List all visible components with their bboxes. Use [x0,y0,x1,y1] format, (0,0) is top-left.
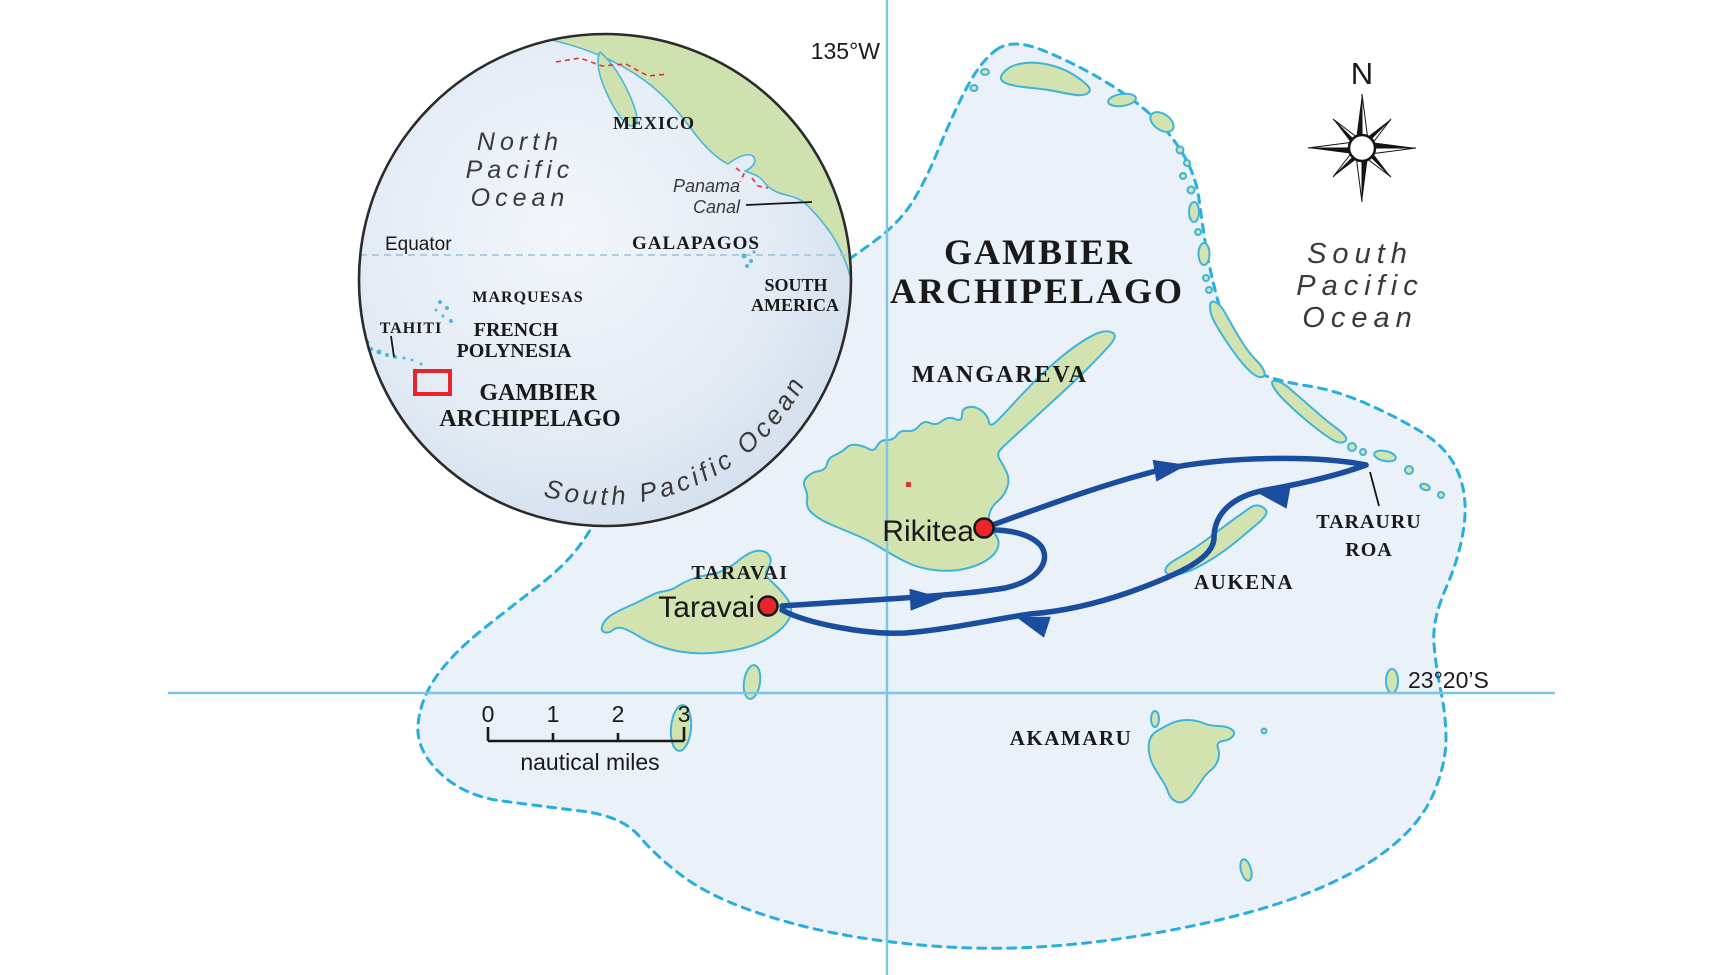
scale-unit-label: nautical miles [520,749,659,775]
islet [969,84,979,92]
route-group [779,455,1369,638]
islet [1260,727,1268,735]
parallel-label: 23°20’S [1408,667,1489,693]
islet [1188,201,1200,223]
route-tarauru-to-taravai [779,462,1369,636]
scale-tick-label-0: 0 [482,701,495,727]
inset-north-pacific-line2: Pacific [466,156,575,184]
islet [1149,111,1175,133]
inset-border-dashed [555,57,669,77]
inset-tahiti-leader-line [390,335,395,358]
island-tarauru-strip [1271,379,1348,444]
inset-south-america-line1: SOUTH [764,275,827,295]
island-taravai [600,549,793,655]
island-north-reef [999,61,1091,97]
compass-rose-icon: N [1307,56,1417,203]
map-title-line1: GAMBIER [944,232,1134,272]
islet [1186,185,1196,195]
route-arrow-northeast-icon [1152,459,1187,482]
inset-mexico-label: MEXICO [613,113,695,133]
route-arrow-southwest-icon [1016,616,1051,638]
inset-marquesas-label: MARQUESAS [472,289,583,306]
inset-french-polynesia-line1: FRENCH [474,319,559,341]
island-label-aukena: AUKENA [1194,570,1294,594]
islet [742,664,762,700]
islet [1197,242,1211,266]
ocean-label-line1: South [1307,238,1413,270]
islet [1179,172,1187,180]
meridian-label: 135°W [811,38,881,64]
inset-south-america-line2: AMERICA [751,295,839,315]
islet [1419,482,1431,492]
islet [1385,668,1399,694]
islet [1194,228,1202,236]
islet [1150,710,1160,728]
inset-baja-peninsula [597,51,638,127]
islet [1239,858,1253,882]
islet [1175,145,1185,155]
inset-globe-rim [357,32,853,528]
scale-bar-line [486,727,686,743]
inset-location-box [413,369,452,396]
islet [1205,286,1213,294]
inset-north-pacific-line3: Ocean [471,184,570,212]
islet [1373,449,1397,463]
island-tarauru-strip [1209,300,1266,379]
compass-north-label: N [1351,56,1373,91]
island-label-akamaru: AKAMARU [1010,726,1132,750]
islet [1183,159,1191,167]
scale-bar: 0 1 2 3 nautical miles [482,701,691,775]
inset-french-polynesia-line2: POLYNESIA [457,340,572,362]
map-title-line2: ARCHIPELAGO [890,271,1184,311]
route-arrow-west-icon [1256,486,1291,509]
inset-panama-label-line2: Canal [693,197,741,217]
islet [1347,442,1357,452]
route-taravai-to-rikitea [779,527,1048,609]
inset-equator-label: Equator [385,234,452,255]
island-group [600,61,1445,882]
inset-gambier-line2: ARCHIPELAGO [439,406,620,432]
inset-gambier-line1: GAMBIER [479,380,597,406]
rikitea-marker [973,517,995,539]
inset-border-dashed [735,167,769,189]
islet [1107,92,1137,108]
inset-marquesas-dots [434,300,453,323]
inset-north-pacific-line1: North [477,128,563,156]
inset-panama-label-line1: Panama [673,176,740,196]
ocean-label-line2: Pacific [1296,270,1423,302]
island-mangareva [802,330,1116,572]
taravai-marker [757,595,779,617]
scale-tick-label-1: 1 [547,701,560,727]
town-label-rikitea: Rikitea [882,515,974,548]
inset-galapagos-dots [741,250,756,268]
town-label-taravai: Taravai [658,591,755,624]
island-akamaru [1147,719,1236,804]
islet [1404,465,1414,475]
red-landmark-dot [906,482,911,487]
islet [669,704,693,752]
islet [1437,491,1445,499]
islet [1202,274,1210,282]
scale-tick-label-2: 2 [612,701,625,727]
island-label-mangareva: MANGAREVA [912,362,1088,388]
ocean-label-line3: Ocean [1302,302,1417,334]
inset-galapagos-label: GALAPAGOS [632,233,760,254]
route-arrow-east-icon [909,588,943,611]
island-label-tarauru-line1: TARAURU [1316,511,1422,533]
island-label-taravai: TARAVAI [691,562,788,584]
islet [980,68,990,76]
scale-tick-label-3: 3 [678,701,691,727]
tarauru-leader-line [1369,471,1380,507]
island-label-tarauru-line2: ROA [1345,539,1392,561]
inset-tahiti-label: TAHITI [380,320,443,337]
inset-panama-leader-line [745,201,813,206]
islet [1359,448,1367,456]
